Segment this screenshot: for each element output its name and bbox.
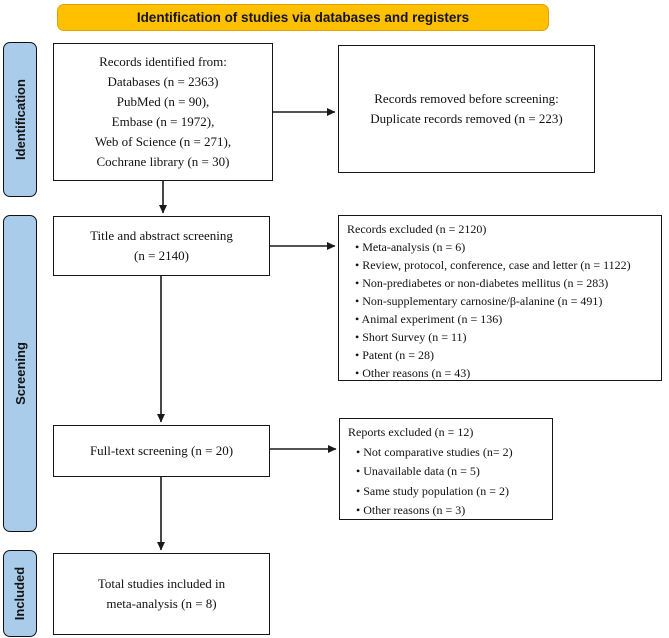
stage-tab-identification-label: Identification	[12, 79, 28, 160]
reports-excluded-list: • Not comparative studies (n= 2) • Unavai…	[348, 443, 546, 521]
text-line: Full-text screening (n = 20)	[89, 443, 234, 458]
bullet-item: • Review, protocol, conference, case and…	[355, 258, 631, 272]
box-total-included: Total studies included in meta-analysis (…	[53, 553, 270, 635]
box-records-excluded: Records excluded (n = 2120) • Meta-analy…	[338, 215, 662, 381]
bullet-item: • Other reasons (n = 43)	[355, 366, 471, 380]
text-line: Embase (n = 1972),	[111, 114, 215, 129]
text-line: PubMed (n = 90),	[116, 94, 210, 109]
text-line: Total studies included in	[97, 576, 226, 591]
stage-tab-identification: Identification	[3, 42, 37, 197]
stage-tab-included-label: Included	[12, 566, 28, 621]
box-title-abstract-screening: Title and abstract screening (n = 2140)	[53, 216, 270, 276]
text-line: Title and abstract screening	[90, 228, 233, 243]
banner-label: Identification of studies via databases …	[136, 10, 470, 25]
bullet-item: • Animal experiment (n = 136)	[355, 312, 503, 326]
box-records-removed: Records removed before screening: Duplica…	[338, 45, 595, 173]
bullet-item: • Short Survey (n = 11)	[355, 330, 467, 344]
stage-tab-screening-label: Screening	[12, 342, 28, 405]
bullet-item: • Other reasons (n = 3)	[356, 503, 466, 517]
box-records-identified: Records identified from: Databases (n = 2…	[53, 43, 273, 181]
bullet-item: • Non-supplementary carnosine/β-alanine …	[355, 294, 603, 308]
text-line: meta-analysis (n = 8)	[106, 596, 217, 611]
bullet-item: • Unavailable data (n = 5)	[356, 464, 480, 478]
bullet-item: • Non-prediabetes or non-diabetes mellit…	[355, 276, 609, 290]
bullet-item: • Patent (n = 28)	[355, 348, 434, 362]
text-line: Records identified from:	[99, 54, 227, 69]
bullet-item: • Meta-analysis (n = 6)	[355, 240, 466, 254]
text-line: Cochrane library (n = 30)	[96, 154, 230, 169]
records-excluded-list: • Meta-analysis (n = 6) • Review, protoco…	[347, 238, 655, 382]
reports-excluded-title: Reports excluded (n = 12)	[348, 425, 474, 439]
text-line: Web of Science (n = 271),	[94, 134, 232, 149]
stage-tab-included: Included	[3, 550, 37, 637]
box-reports-excluded: Reports excluded (n = 12) • Not comparat…	[339, 418, 553, 520]
text-line: Duplicate records removed (n = 223)	[370, 111, 563, 126]
text-line: Databases (n = 2363)	[107, 74, 219, 89]
banner-identification-of-studies: Identification of studies via databases …	[57, 4, 549, 31]
bullet-item: • Not comparative studies (n= 2)	[356, 444, 513, 459]
text-line: (n = 2140)	[134, 248, 189, 263]
records-excluded-title: Records excluded (n = 2120)	[347, 222, 487, 236]
bullet-item: • Same study population (n = 2)	[356, 483, 509, 498]
text-line: Records removed before screening:	[374, 91, 559, 106]
box-full-text-screening: Full-text screening (n = 20)	[53, 425, 270, 477]
stage-tab-screening: Screening	[3, 215, 37, 532]
